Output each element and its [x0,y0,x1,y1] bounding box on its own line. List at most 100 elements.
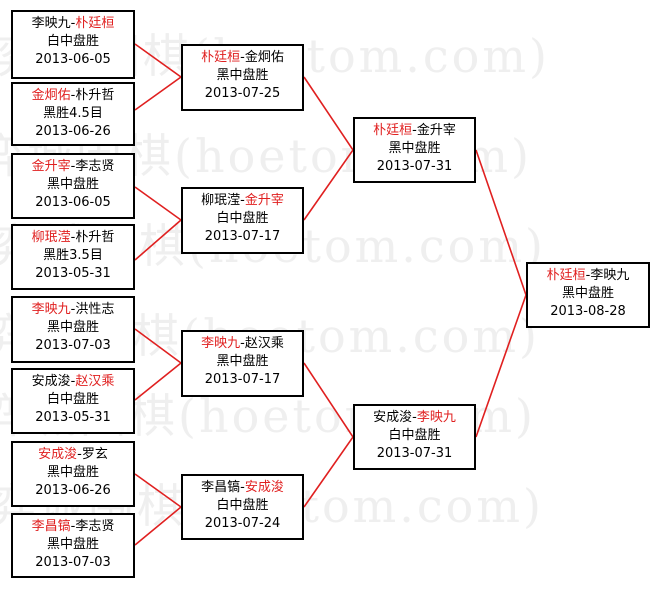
player-name: 金炯佑 [31,88,71,103]
player-name: 洪性志 [75,302,115,317]
match-players: 李昌镐-安成浚 [183,479,302,497]
connector [303,362,354,508]
player-name: 李映九 [590,268,630,283]
match-result: 黑中盘胜 [561,286,614,301]
player-name: 赵汉乘 [75,374,115,389]
match-date: 2013-05-31 [35,266,111,281]
match-players: 李映九-赵汉乘 [183,335,302,353]
player-separator: - [70,374,76,389]
player-name: 金升宰 [31,159,71,174]
match-date: 2013-07-31 [376,159,453,174]
match-players: 朴廷桓-李映九 [528,267,648,285]
match-date: 2013-05-31 [35,410,111,425]
match-players: 金升宰-李志贤 [13,158,133,176]
player-separator: - [412,410,417,425]
match-result: 白中盘胜 [46,34,99,49]
match-date: 2013-07-25 [204,86,281,101]
player-name: 李映九 [31,16,71,31]
player-separator: - [240,50,245,65]
player-name: 安成浚 [31,374,71,389]
player-separator: - [70,159,76,174]
player-separator: - [77,447,82,462]
match-players: 安成浚-罗玄 [13,446,133,464]
match-players: 金炯佑-朴升哲 [13,87,133,105]
connector [134,328,183,401]
match-date: 2013-06-26 [35,124,111,139]
player-name: 柳珉滢 [201,193,241,208]
match-players: 安成浚-李映九 [355,409,474,427]
player-separator: - [585,268,591,283]
match-result: 黑胜3.5目 [43,248,103,263]
match-players: 安成浚-赵汉乘 [13,373,133,391]
match-players: 李映九-朴廷桓 [13,15,133,33]
match-players: 柳珉滢-金升宰 [183,192,302,210]
match-box: 朴廷桓-金炯佑黑中盘胜 2013-07-25 [181,44,304,111]
match-result: 黑中盘胜 [46,320,99,335]
player-name: 朴升哲 [75,230,115,245]
player-name: 李映九 [416,410,456,425]
player-name: 安成浚 [244,480,284,495]
player-separator: - [70,16,76,31]
match-players: 李映九-洪性志 [13,301,133,319]
match-players: 柳珉滢-朴升哲 [13,229,133,247]
match-result: 黑中盘胜 [216,68,269,83]
player-separator: - [70,88,76,103]
player-separator: - [70,302,76,317]
match-players: 朴廷桓-金炯佑 [183,49,302,67]
player-separator: - [70,230,76,245]
player-separator: - [412,123,417,138]
match-date: 2013-07-03 [35,555,111,570]
player-name: 朴廷桓 [75,16,115,31]
connector [303,76,354,221]
match-result: 白中盘胜 [388,428,441,443]
player-name: 李昌镐 [201,480,241,495]
connector [475,149,527,438]
player-name: 李映九 [201,336,241,351]
match-box: 安成浚-罗玄黑中盘胜 2013-06-26 [11,441,135,507]
player-name: 金升宰 [244,193,284,208]
player-name: 金升宰 [416,123,456,138]
match-date: 2013-07-03 [35,338,111,353]
player-separator: - [240,193,245,208]
player-name: 柳珉滢 [31,230,71,245]
match-players: 朴廷桓-金升宰 [355,122,474,140]
player-name: 金炯佑 [244,50,284,65]
player-name: 安成浚 [38,447,78,462]
player-name: 李志贤 [75,519,115,534]
match-result: 黑中盘胜 [388,141,441,156]
match-result: 黑中盘胜 [46,537,99,552]
match-result: 白中盘胜 [216,498,269,513]
player-name: 李映九 [31,302,71,317]
connector [134,473,183,546]
match-result: 黑中盘胜 [46,465,99,480]
player-name: 朴廷桓 [546,268,586,283]
player-separator: - [70,519,76,534]
match-date: 2013-07-17 [204,229,281,244]
player-name: 安成浚 [373,410,413,425]
match-result: 白中盘胜 [216,211,269,226]
match-result: 白中盘胜 [46,392,99,407]
match-date: 2013-07-31 [376,446,453,461]
match-result: 黑中盘胜 [46,177,99,192]
player-separator: - [240,480,245,495]
player-name: 李昌镐 [31,519,71,534]
player-separator: - [240,336,245,351]
match-players: 李昌镐-李志贤 [13,518,133,536]
player-name: 朴升哲 [75,88,115,103]
match-date: 2013-06-26 [35,483,111,498]
connector [134,186,183,261]
player-name: 朴廷桓 [373,123,413,138]
match-date: 2013-06-05 [35,52,111,67]
